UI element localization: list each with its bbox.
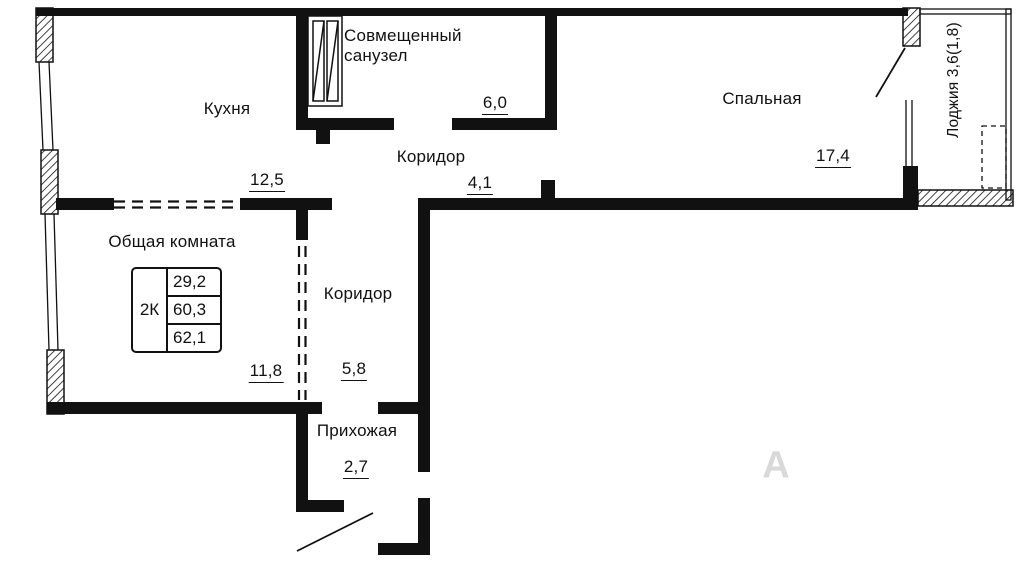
apartment-type-label: 2К (133, 269, 168, 351)
legend-area-row-2: 60,3 (168, 297, 220, 325)
room-label-bathroom-line1: Совмещенный (344, 26, 462, 45)
apartment-legend-table: 2К 29,2 60,3 62,1 (131, 267, 222, 353)
room-label-bedroom: Спальная (722, 89, 802, 108)
vent-shaft (307, 15, 343, 107)
room-area-corridor-top: 4,1 (466, 173, 494, 195)
room-area-hallway: 2,7 (342, 457, 370, 479)
watermark-letter: А (762, 444, 790, 487)
room-label-kitchen: Кухня (203, 99, 251, 118)
room-label-corridor-top: Коридор (396, 147, 466, 166)
apartment-legend-areas: 29,2 60,3 62,1 (168, 269, 220, 351)
room-label-corridor-bottom: Коридор (323, 284, 393, 303)
windows-group (38, 8, 1012, 351)
room-area-corridor-bottom: 5,8 (340, 359, 368, 381)
room-area-kitchen: 12,5 (249, 170, 285, 192)
room-label-bathroom-line2: санузел (344, 46, 408, 65)
room-area-bedroom: 17,4 (815, 146, 851, 168)
room-area-bathroom: 6,0 (481, 93, 509, 115)
room-label-hallway: Прихожая (316, 421, 398, 440)
dashed-partitions-group (114, 200, 307, 400)
legend-area-row-3: 62,1 (173, 328, 207, 347)
legend-area-row-1: 29,2 (168, 269, 220, 297)
loggia-cabinet-outline (981, 125, 1007, 189)
walls-group (36, 8, 918, 555)
room-label-loggia: Лоджия 3,6(1,8) (945, 22, 962, 138)
room-label-living-room: Общая комната (108, 232, 236, 251)
hatched-walls-group (35, 7, 1014, 415)
room-area-living-room: 11,8 (248, 361, 284, 383)
door-leaves-group (296, 47, 906, 552)
room-label-bathroom: Совмещенный санузел (344, 26, 462, 66)
